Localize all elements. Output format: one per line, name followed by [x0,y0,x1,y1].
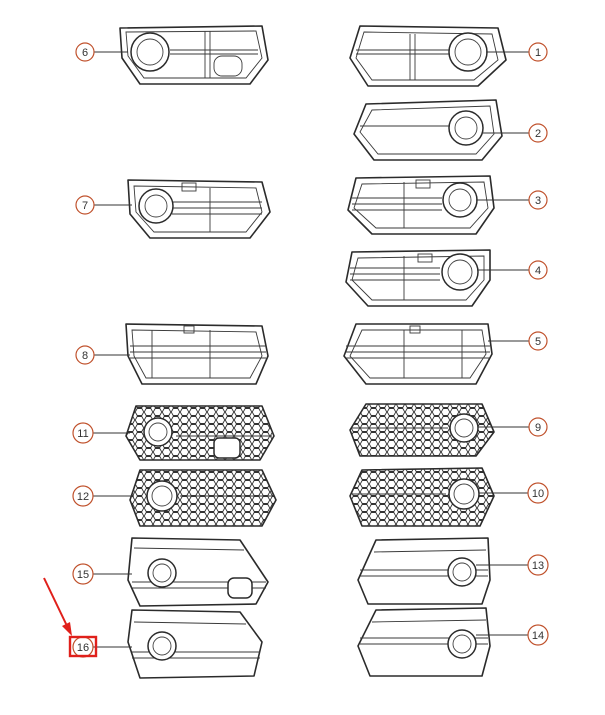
part-7-grille [127,179,271,239]
callout-6: 6 [75,42,95,62]
callout-11: 11 [72,422,94,444]
part-5-grille [343,323,493,385]
part-15-bezel [127,537,269,607]
callout-11-label: 11 [77,428,88,440]
callout-1-label: 1 [535,47,541,59]
callout-4: 4 [528,260,548,280]
part-10-honeycomb-grille [349,467,495,527]
callout-2: 2 [528,123,548,143]
part-4-grille [345,249,491,307]
part-11-honeycomb-grille [125,405,275,461]
leader-lines [93,51,529,648]
callout-9-label: 9 [535,422,541,434]
callout-7: 7 [75,195,95,215]
callout-5-label: 5 [535,336,541,348]
callout-10-label: 10 [532,488,544,500]
part-16-bezel [127,609,263,679]
part-2-grille [353,99,503,161]
callout-16-label: 16 [77,642,89,654]
callout-12: 12 [72,485,94,507]
callout-2-label: 2 [535,128,541,140]
callout-16-highlighted: 16 [68,635,98,658]
highlight-box [68,635,98,658]
callout-14-label: 14 [532,630,544,642]
callout-4-label: 4 [535,265,541,277]
callout-15: 15 [72,563,94,585]
callout-6-label: 6 [82,47,88,59]
callout-13: 13 [527,554,549,576]
callout-8: 8 [75,345,95,365]
callout-7-label: 7 [82,200,88,212]
callout-10: 10 [527,482,549,504]
callout-12-label: 12 [77,491,89,503]
callout-3: 3 [528,190,548,210]
callout-1: 1 [528,42,548,62]
red-arrow-icon [43,577,72,636]
part-8-grille [125,323,269,385]
part-13-bezel [357,537,491,605]
callout-5: 5 [528,331,548,351]
part-6-grille [119,25,269,85]
part-9-honeycomb-grille [349,403,495,457]
part-3-grille [347,175,495,235]
callout-9: 9 [528,417,548,437]
part-14-bezel [357,607,491,677]
callout-14: 14 [527,624,549,646]
callout-8-label: 8 [82,350,88,362]
part-1-grille [349,25,507,87]
part-12-honeycomb-grille [129,469,277,527]
callout-3-label: 3 [535,195,541,207]
callout-13-label: 13 [532,560,544,572]
callout-15-label: 15 [77,569,89,581]
